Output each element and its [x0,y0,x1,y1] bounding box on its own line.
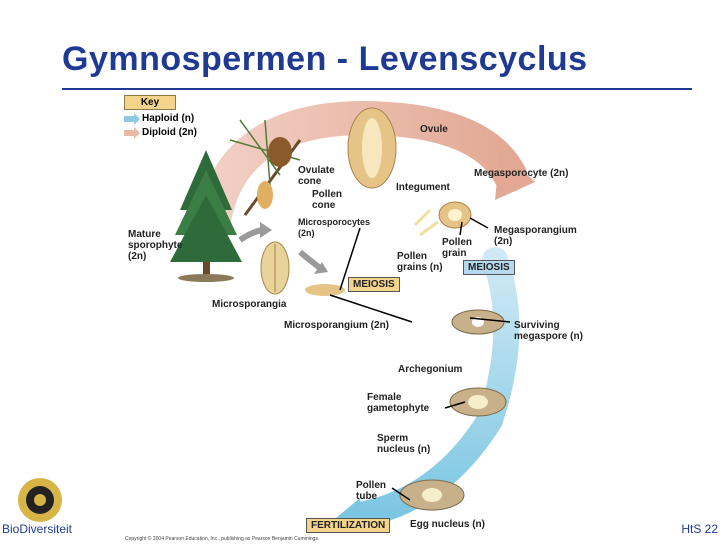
arrowhead-tree-to-cone [260,222,272,238]
leader-lines [329,217,511,501]
label-egg-nucleus: Egg nucleus (n) [410,519,485,530]
ovulate-scale-icon [347,107,397,189]
label-archegonium: Archegonium [398,364,463,375]
label-surviving-megaspore: Surviving megaspore (n) [514,320,583,342]
label-ovulate-cone: Ovulate cone [298,165,335,187]
copyright-notice: Copyright © 2004 Pearson Education, Inc.… [125,536,320,542]
footer-course-name: BioDiversiteit [2,522,73,536]
label-pollen-grains: Pollen grains (n) [397,251,443,273]
label-pollen-grain: Pollen grain [442,237,473,259]
label-female-gametophyte: Female gametophyte [367,392,430,414]
label-sperm-nucleus: Sperm nucleus (n) [377,433,431,455]
label-ovule: Ovule [420,124,448,135]
pine-branch-icon [229,119,302,216]
diploid-key-label: Diploid (2n) [142,127,197,138]
label-pollen-tube: Pollen tube [356,480,387,502]
label-megasporangium: Megasporangium (2n) [494,225,577,247]
ovule-icon [413,201,472,237]
label-microsporangium: Microsporangium (2n) [284,320,390,331]
label-microsporangia: Microsporangia [212,299,287,310]
university-seal-icon [18,478,62,522]
arrowhead-cone-to-meiosis [314,262,328,274]
diploid-arrowhead [495,150,535,200]
pollen-cone-icon [260,241,290,295]
meiosis-left-badge: MEIOSIS [348,277,400,292]
label-mature-sporophyte: Mature sporophyte (2n) [128,229,183,262]
title-underline [62,88,692,90]
fertilization-badge: FERTILIZATION [306,518,391,533]
page-title: Gymnospermen - Levenscyclus [62,40,588,78]
label-megasporocyte: Megasporocyte (2n) [474,168,569,179]
haploid-cycle-band [347,247,520,528]
arrow-tree-to-cone [238,227,263,243]
mature-sporophyte-tree-icon [170,150,242,282]
label-microsporocytes: Microsporocytes (2n) [298,217,371,238]
label-integument: Integument [396,182,450,193]
female-gametophyte-icon [449,387,507,417]
haploid-key-arrow-icon [124,113,140,125]
meiosis-right-badge: MEIOSIS [463,260,515,275]
diploid-key-arrow-icon [124,127,140,139]
microsporangium-icon [305,284,345,296]
label-pollen-cone: Pollen cone [312,189,343,211]
fertilization-ovule-icon [399,479,465,511]
haploid-key-label: Haploid (n) [142,113,195,124]
key-arrows [124,113,140,139]
key-title: Key [124,95,176,110]
footer-page-number: HtS 22 [681,522,718,536]
arrow-cone-to-meiosis [298,249,322,271]
surviving-megaspore-icon [451,309,505,335]
